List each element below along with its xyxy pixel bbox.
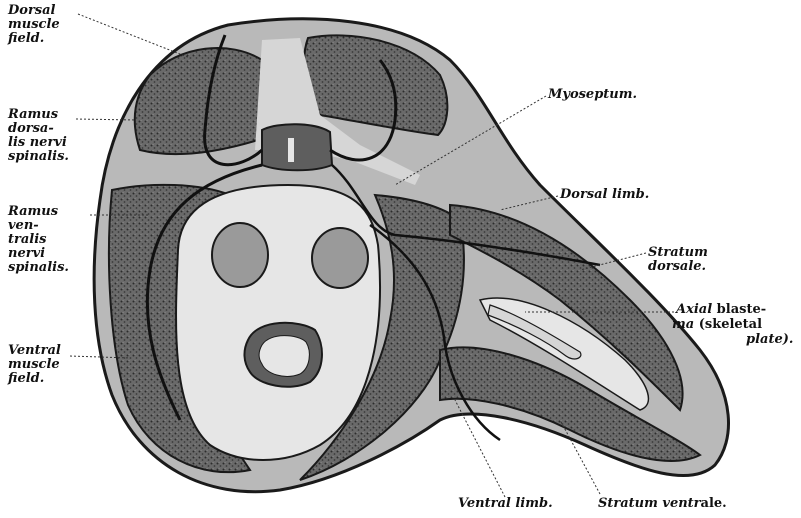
label-stratum-dorsale: Stratum dorsale.: [648, 246, 708, 274]
label-stratum-ventrale: Stratum ventrale.: [598, 497, 727, 511]
label-axial-blastema-line-2: ma (skeletal: [672, 318, 762, 332]
axial-blastema-word-1: Axial: [676, 302, 712, 317]
label-ventral-muscle-field: Ventral muscle field.: [8, 344, 61, 386]
label-ventral-limb: Ventral limb.: [458, 497, 553, 511]
stratum-ventrale-word-2: ale.: [701, 496, 727, 511]
label-dorsal-muscle-field: Dorsal muscle field.: [8, 4, 60, 46]
neural-tube: [262, 124, 332, 170]
dorsal-muscle-left: [135, 48, 262, 154]
stratum-ventrale-word-1: Stratum ventr: [598, 496, 701, 511]
neural-canal: [288, 138, 294, 162]
label-axial-blastema: Axial blaste-: [676, 303, 766, 317]
label-myoseptum: Myoseptum.: [548, 88, 637, 102]
right-organ: [312, 228, 368, 288]
left-organ: [212, 223, 268, 287]
label-axial-blastema-line-3: plate).: [746, 333, 793, 347]
axial-blastema-word-2: blaste-: [717, 302, 766, 317]
label-ramus-ventralis: Ramus ven- tralis nervi spinalis.: [8, 205, 69, 275]
label-ramus-dorsalis: Ramus dorsa- lis nervi spinalis.: [8, 108, 69, 164]
label-dorsal-limb: Dorsal limb.: [560, 188, 649, 202]
axial-blastema-word-4: (skeletal: [699, 317, 762, 332]
axial-blastema-word-3: ma: [672, 317, 694, 332]
gut-lumen: [259, 336, 309, 377]
